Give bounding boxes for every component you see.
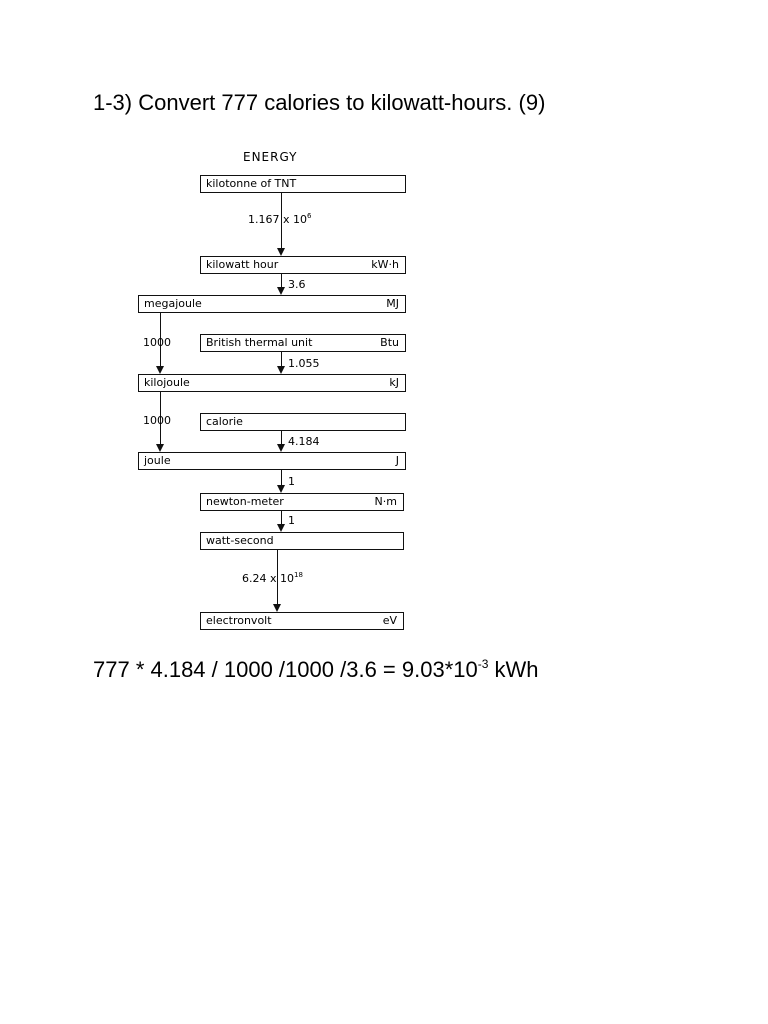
factor-btu-to-kj: 1.055 (288, 357, 320, 370)
connector-line (160, 392, 161, 445)
unit-name: kilowatt hour (206, 258, 279, 271)
factor-base: 6.24 x 10 (242, 572, 294, 585)
unit-box-kilojoule: kilojoule kJ (138, 374, 406, 392)
diagram-title: ENERGY (243, 150, 298, 164)
factor-j-to-nm: 1 (288, 475, 295, 488)
arrow-down-icon (156, 366, 164, 374)
connector-line (281, 193, 282, 249)
factor-kwh-to-mj: 3.6 (288, 278, 306, 291)
unit-box-kilowatt-hour: kilowatt hour kW·h (200, 256, 406, 274)
answer-exponent: -3 (477, 657, 489, 671)
arrow-down-icon (277, 485, 285, 493)
factor-nm-to-ws: 1 (288, 514, 295, 527)
unit-symbol: Btu (380, 336, 399, 349)
unit-box-btu: British thermal unit Btu (200, 334, 406, 352)
unit-symbol: J (395, 454, 399, 467)
connector-line (277, 550, 278, 605)
unit-name: British thermal unit (206, 336, 313, 349)
factor-exponent: 6 (307, 212, 312, 220)
unit-box-megajoule: megajoule MJ (138, 295, 406, 313)
factor-mj-to-kj: 1000 (143, 336, 171, 349)
arrow-down-icon (277, 444, 285, 452)
unit-box-kilotonne-tnt: kilotonne of TNT (200, 175, 406, 193)
arrow-down-icon (277, 248, 285, 256)
answer-expression: 777 * 4.184 / 1000 /1000 /3.6 = 9.03*10 (93, 657, 478, 682)
connector-line (281, 352, 282, 367)
unit-symbol: kJ (389, 376, 399, 389)
unit-name: newton-meter (206, 495, 284, 508)
unit-box-calorie: calorie (200, 413, 406, 431)
question-text: 1-3) Convert 777 calories to kilowatt-ho… (93, 90, 546, 115)
factor-ws-to-ev: 6.24 x 1018 (242, 571, 303, 585)
factor-kj-to-j: 1000 (143, 414, 171, 427)
unit-name: kilotonne of TNT (206, 177, 297, 190)
arrow-down-icon (156, 444, 164, 452)
connector-line (281, 274, 282, 288)
factor-base: 1.167 x 10 (248, 213, 307, 226)
connector-line (160, 313, 161, 367)
arrow-down-icon (277, 287, 285, 295)
answer-unit: kWh (488, 657, 539, 682)
factor-tnt-to-kwh: 1.167 x 106 (248, 212, 311, 226)
unit-box-joule: joule J (138, 452, 406, 470)
unit-name: watt-second (206, 534, 274, 547)
arrow-down-icon (273, 604, 281, 612)
unit-symbol: kW·h (371, 258, 399, 271)
unit-name: joule (144, 454, 171, 467)
connector-line (281, 431, 282, 445)
factor-exponent: 18 (294, 571, 303, 579)
unit-box-watt-second: watt-second (200, 532, 404, 550)
unit-box-electronvolt: electronvolt eV (200, 612, 404, 630)
arrow-down-icon (277, 524, 285, 532)
answer-text: 777 * 4.184 / 1000 /1000 /3.6 = 9.03*10-… (93, 657, 539, 683)
unit-symbol: eV (382, 614, 397, 627)
unit-box-newton-meter: newton-meter N·m (200, 493, 404, 511)
unit-symbol: MJ (386, 297, 399, 310)
unit-symbol: N·m (374, 495, 397, 508)
unit-name: electronvolt (206, 614, 272, 627)
unit-name: kilojoule (144, 376, 190, 389)
connector-line (281, 470, 282, 486)
factor-cal-to-j: 4.184 (288, 435, 320, 448)
arrow-down-icon (277, 366, 285, 374)
connector-line (281, 511, 282, 525)
unit-name: calorie (206, 415, 243, 428)
unit-name: megajoule (144, 297, 202, 310)
